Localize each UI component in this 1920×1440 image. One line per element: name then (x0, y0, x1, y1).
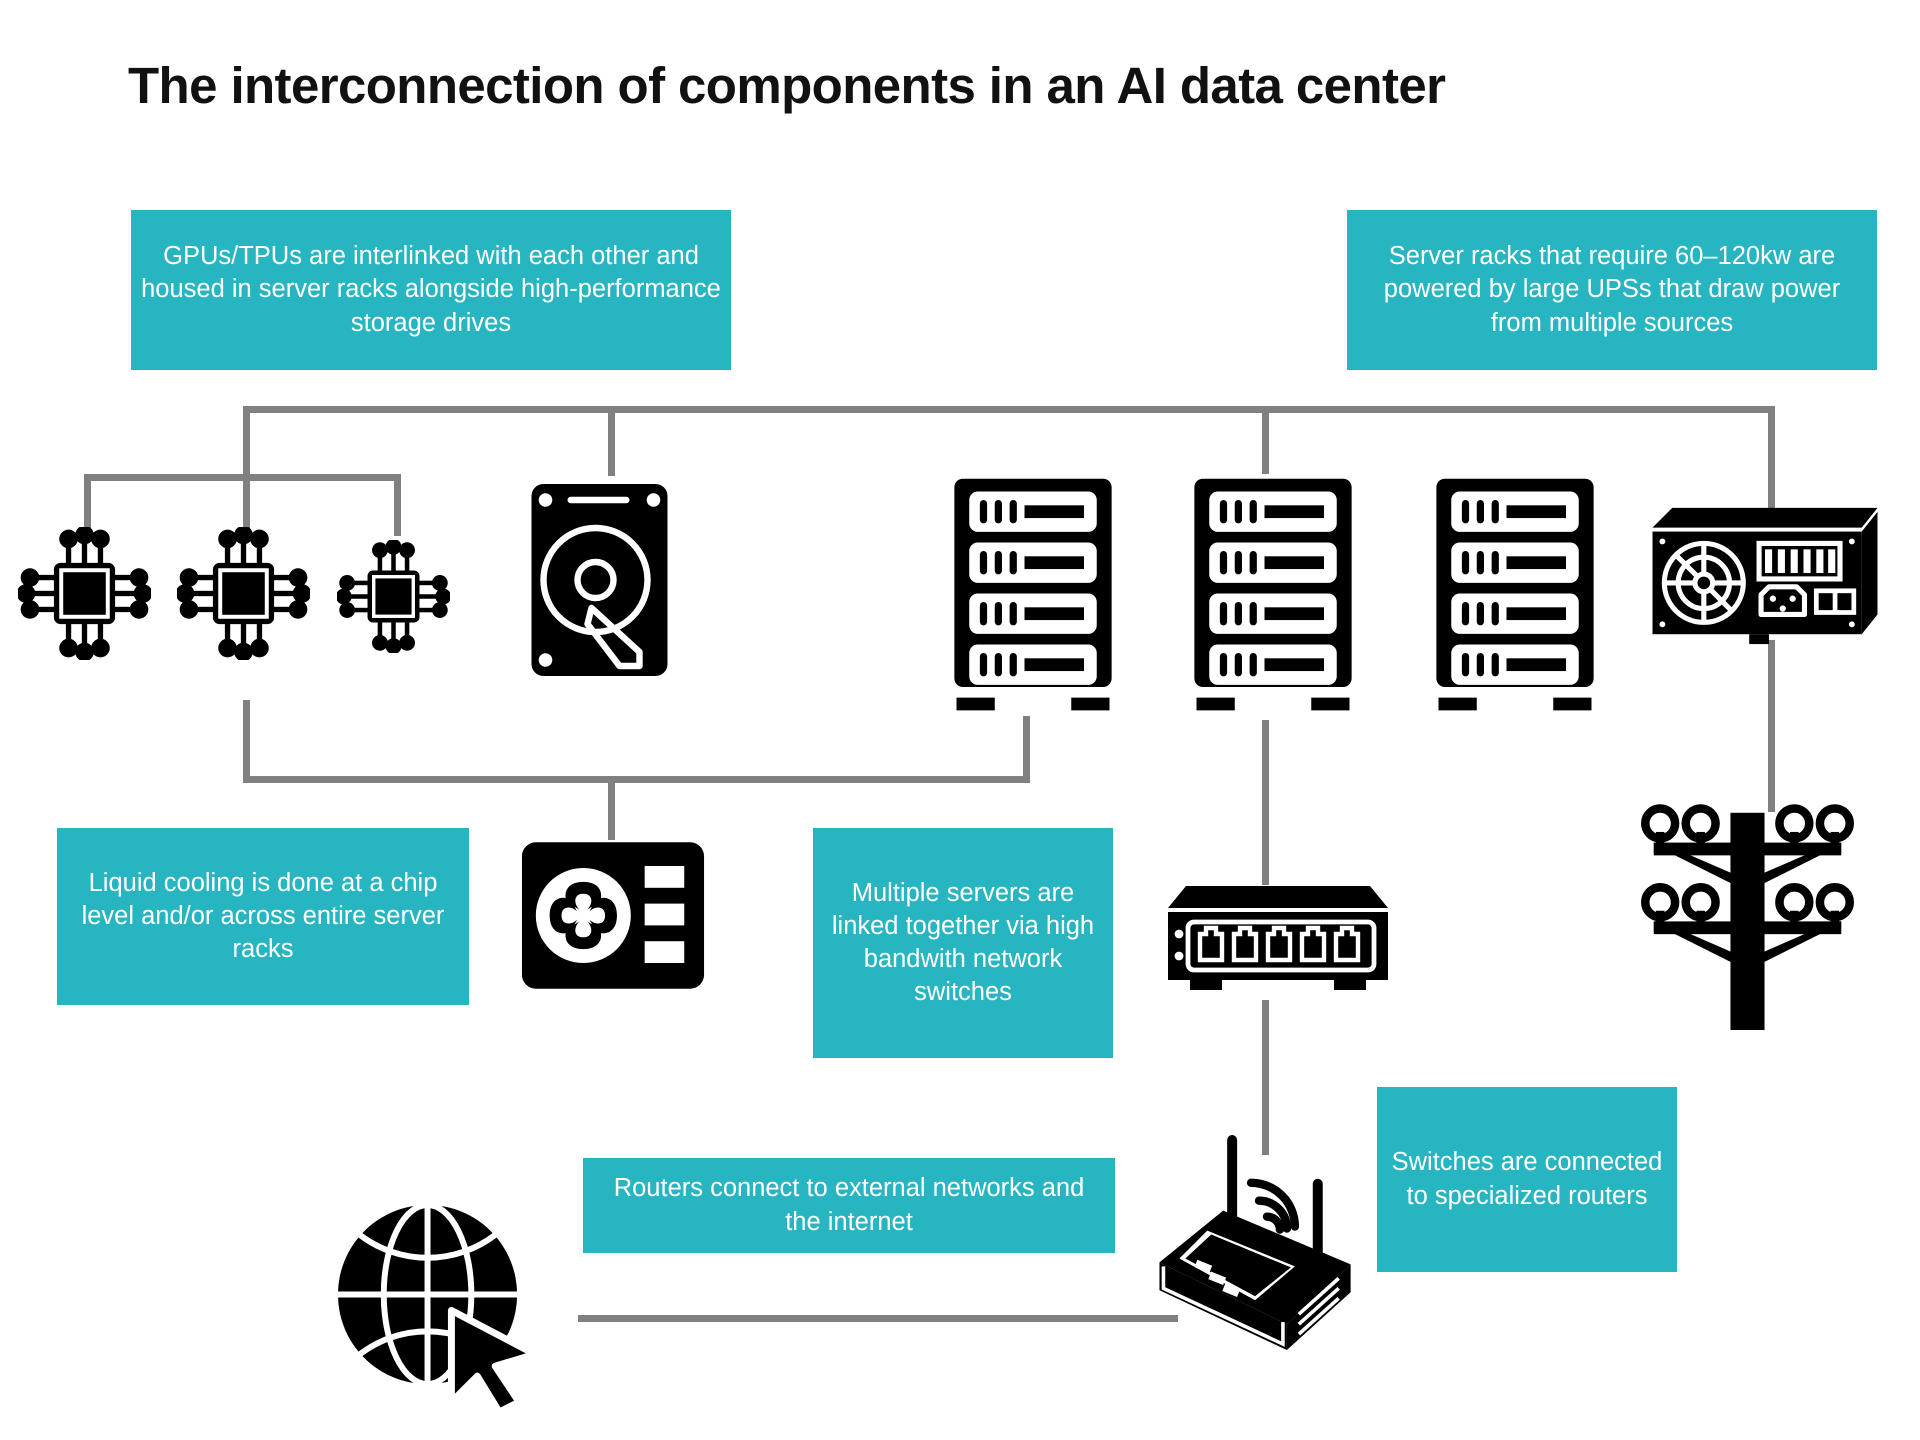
cooling-fan-unit-icon (518, 838, 708, 993)
callout-gpu-text: GPUs/TPUs are interlinked with each othe… (141, 242, 721, 337)
utility-power-pole-icon (1640, 800, 1855, 1030)
callout-specialized-routers: Switches are connected to specialized ro… (1377, 1087, 1677, 1272)
connector-chip-to-cooling-vert (243, 700, 250, 783)
internet-globe-icon (328, 1195, 543, 1410)
connector-trunk-to-ups (1768, 406, 1775, 516)
callout-routers-text: Routers connect to external networks and… (613, 1174, 1085, 1236)
connector-cooling-drop (608, 776, 615, 840)
connector-cooling-bus-to-rack-1 (1023, 716, 1030, 780)
gpu-chip-icon (337, 540, 450, 653)
connector-chip-drop-2 (243, 474, 250, 536)
connector-chip-bus (84, 474, 401, 481)
callout-specialized-routers-text: Switches are connected to specialized ro… (1391, 1148, 1663, 1210)
network-switch-icon (1162, 880, 1392, 1000)
server-rack-icon (948, 478, 1118, 726)
server-rack-icon (1430, 478, 1600, 726)
gpu-chip-icon (18, 527, 151, 660)
callout-routers: Routers connect to external networks and… (583, 1158, 1115, 1253)
connector-trunk-to-rack-2 (1262, 406, 1269, 474)
connector-rack-to-switch (1262, 720, 1269, 885)
hard-disk-drive-icon (527, 480, 672, 680)
callout-gpu: GPUs/TPUs are interlinked with each othe… (131, 210, 731, 370)
connector-top-trunk (243, 406, 1775, 413)
connector-ups-to-pole (1768, 640, 1775, 812)
wireless-router-icon (1155, 1135, 1375, 1360)
callout-ups: Server racks that require 60–120kw are p… (1347, 210, 1877, 370)
callout-switches-text: Multiple servers are linked together via… (831, 878, 1095, 1007)
gpu-chip-icon (177, 527, 310, 660)
connector-globe-to-router (578, 1315, 1178, 1322)
connector-switch-to-router (1262, 1000, 1269, 1155)
callout-switches: Multiple servers are linked together via… (813, 828, 1113, 1058)
server-rack-icon (1188, 478, 1358, 726)
connector-cooling-bus (243, 776, 1030, 783)
callout-cooling: Liquid cooling is done at a chip level a… (57, 828, 469, 1005)
connector-chip-drop-1 (84, 474, 91, 536)
connector-trunk-to-chipbus (243, 406, 250, 480)
callout-cooling-text: Liquid cooling is done at a chip level a… (81, 868, 445, 964)
ups-power-supply-icon (1645, 500, 1885, 650)
page-title: The interconnection of components in an … (128, 57, 1446, 114)
connector-trunk-to-storage (608, 406, 615, 476)
connector-chip-drop-3 (394, 474, 401, 536)
callout-ups-text: Server racks that require 60–120kw are p… (1383, 242, 1841, 337)
